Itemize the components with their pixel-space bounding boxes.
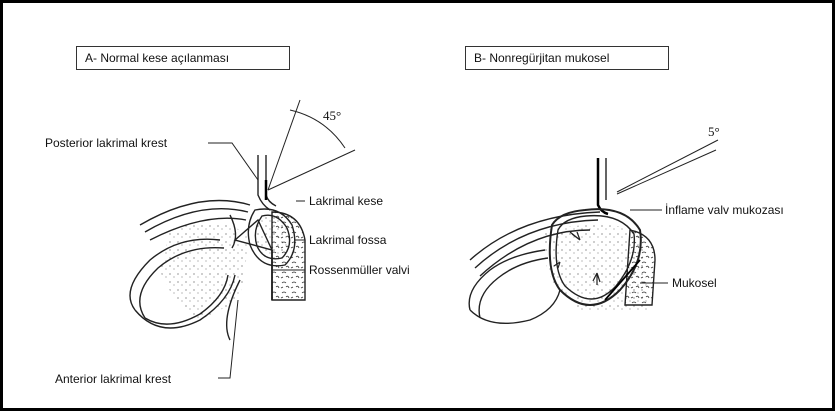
label-lakrimal-kese: Lakrimal kese [309, 194, 383, 208]
angle-45: 45° [323, 108, 341, 124]
label-inflame-valv-mukozasi: İnflame valv mukozası [665, 203, 784, 217]
angle-5: 5° [708, 124, 720, 140]
panel-a-title: A- Normal kese açılanması [76, 46, 290, 70]
panel-b-drawing [469, 140, 718, 323]
label-anterior-lakrimal-krest: Anterior lakrimal krest [55, 372, 171, 386]
label-mukosel: Mukosel [672, 276, 717, 290]
label-posterior-lakrimal-krest: Posterior lakrimal krest [45, 136, 167, 150]
panel-b-title: B- Nonregürjitan mukosel [465, 46, 669, 70]
label-rossenmuller-valvi: Rossenmüller valvi [309, 263, 410, 277]
label-lakrimal-fossa: Lakrimal fossa [309, 233, 386, 247]
